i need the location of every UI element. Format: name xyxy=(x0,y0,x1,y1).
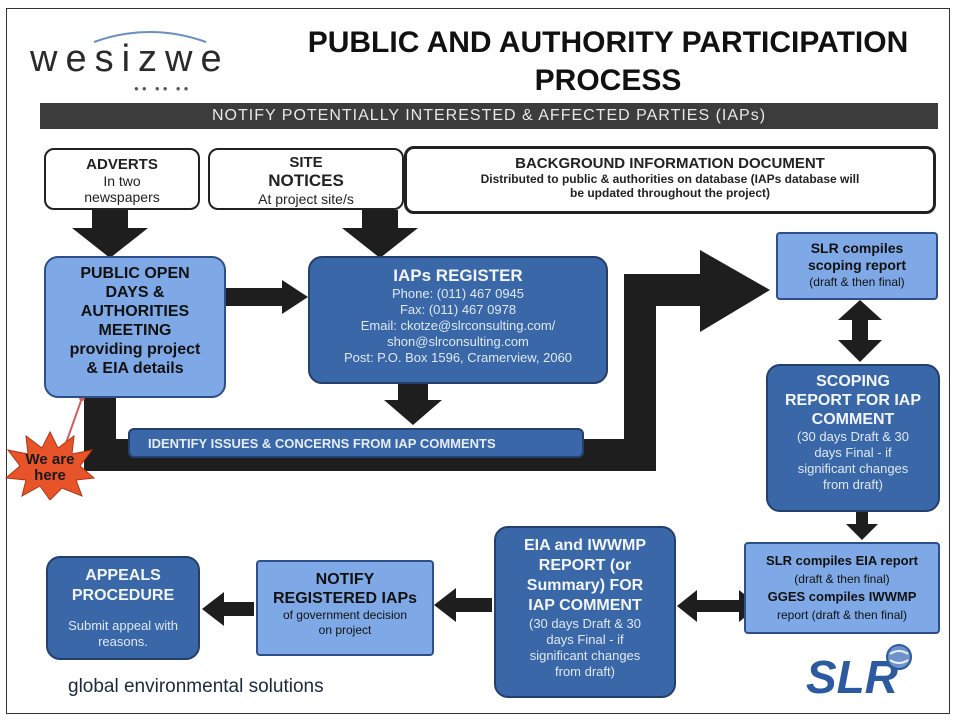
public-line-2: DAYS & xyxy=(105,284,165,301)
globe-icon xyxy=(886,644,912,670)
notify-heading-2: REGISTERED IAPs xyxy=(272,590,418,607)
public-open-days-box: PUBLIC OPEN DAYS & AUTHORITIES MEETING p… xyxy=(44,256,226,398)
scoping-body-2: days Final - if xyxy=(814,445,892,460)
scoping-body-4: from draft) xyxy=(823,477,883,492)
we-are-here-line-1: We are xyxy=(25,451,75,468)
register-phone: Phone: (011) 467 0945 xyxy=(391,286,525,301)
title-line-2: PROCESS xyxy=(534,64,682,97)
site-heading-1: SITE xyxy=(289,154,323,171)
register-email-2: shon@slrconsulting.com xyxy=(387,334,529,349)
logo-dots: ●● ●● ●● xyxy=(134,84,192,93)
wesizwe-logo: wesizwe ●● ●● ●● xyxy=(30,22,230,93)
appeals-heading-1: APPEALS xyxy=(85,567,161,584)
page-title: PUBLIC AND AUTHORITY PARTICIPATION PROCE… xyxy=(268,24,948,100)
bid-line-2: be updated throughout the project) xyxy=(570,186,770,200)
adverts-line-2: newspapers xyxy=(84,189,160,205)
eia-heading-4: IAP COMMENT xyxy=(528,597,642,614)
notify-registered-box: NOTIFY REGISTERED IAPs of government dec… xyxy=(256,560,434,656)
public-line-5: providing project xyxy=(69,341,201,358)
appeals-body-2: reasons. xyxy=(98,634,148,649)
scoping-body-1: (30 days Draft & 30 xyxy=(797,429,909,444)
slr-scoping-box: SLR compiles scoping report (draft & the… xyxy=(776,232,938,300)
register-fax: Fax: (011) 467 0978 xyxy=(399,302,517,317)
slr-eia-line-3: GGES compiles IWWMP xyxy=(767,589,917,604)
notify-heading-1: NOTIFY xyxy=(315,571,375,588)
register-post: Post: P.O. Box 1596, Cramerview, 2060 xyxy=(343,350,573,365)
we-are-here-burst xyxy=(4,430,96,500)
we-are-here-line-2: here xyxy=(34,467,66,484)
eia-body-3: significant changes xyxy=(529,648,641,663)
bid-line-1: Distributed to public & authorities on d… xyxy=(480,172,860,186)
register-email-1: Email: ckotze@slrconsulting.com/ xyxy=(360,318,556,333)
notify-body-1: of government decision xyxy=(282,608,408,622)
logo-arc xyxy=(93,31,207,43)
adverts-box: ADVERTS In two newspapers xyxy=(44,148,200,210)
bid-box: BACKGROUND INFORMATION DOCUMENT Distribu… xyxy=(404,146,936,214)
adverts-line-1: In two xyxy=(103,173,141,189)
site-line-1: At project site/s xyxy=(258,191,354,207)
public-line-6: & EIA details xyxy=(86,360,184,377)
slr-eia-box: SLR compiles EIA report (draft & then fi… xyxy=(744,542,940,634)
eia-comment-box: EIA and IWWMP REPORT (or Summary) FOR IA… xyxy=(494,526,676,698)
public-line-3: AUTHORITIES xyxy=(80,303,190,320)
notify-banner: NOTIFY POTENTIALLY INTERESTED & AFFECTED… xyxy=(40,103,938,129)
eia-body-4: from draft) xyxy=(555,664,615,679)
register-heading: IAPs REGISTER xyxy=(393,266,523,285)
eia-heading-2: REPORT (or xyxy=(538,557,632,574)
eia-heading-1: EIA and IWWMP xyxy=(523,537,647,554)
eia-heading-3: Summary) FOR xyxy=(526,577,644,594)
logo-wordmark: wesizwe xyxy=(30,38,230,80)
slr-eia-line-1: SLR compiles EIA report xyxy=(766,553,918,568)
slr-scoping-line-3: (draft & then final) xyxy=(809,275,905,289)
notify-body-2: on project xyxy=(318,623,372,637)
adverts-heading: ADVERTS xyxy=(86,156,158,173)
slr-logo: SLR xyxy=(806,651,898,703)
slr-eia-line-4: report (draft & then final) xyxy=(776,608,908,622)
scoping-comment-box: SCOPING REPORT FOR IAP COMMENT (30 days … xyxy=(766,364,940,512)
scoping-heading-1: SCOPING xyxy=(816,373,890,390)
scoping-body-3: significant changes xyxy=(797,461,909,476)
title-line-1: PUBLIC AND AUTHORITY PARTICIPATION xyxy=(307,26,909,59)
identify-issues-band xyxy=(128,428,584,458)
slr-eia-line-2: (draft & then final) xyxy=(794,572,890,586)
appeals-heading-2: PROCEDURE xyxy=(71,587,175,604)
eia-body-1: (30 days Draft & 30 xyxy=(529,616,641,631)
identify-issues-label: IDENTIFY ISSUES & CONCERNS FROM IAP COMM… xyxy=(148,436,496,451)
site-notices-box: SITE NOTICES At project site/s xyxy=(208,148,404,210)
public-line-4: MEETING xyxy=(98,322,172,339)
footer-tagline: global environmental solutions xyxy=(68,676,324,697)
appeals-body-1: Submit appeal with xyxy=(68,618,178,633)
public-line-1: PUBLIC OPEN xyxy=(80,265,190,282)
slr-scoping-line-2: scoping report xyxy=(807,257,906,273)
scoping-heading-3: COMMENT xyxy=(811,411,895,428)
eia-body-2: days Final - if xyxy=(546,632,624,647)
slr-scoping-line-1: SLR compiles xyxy=(810,240,904,256)
iaps-register-box: IAPs REGISTER Phone: (011) 467 0945 Fax:… xyxy=(308,256,608,384)
appeals-box: APPEALS PROCEDURE Submit appeal with rea… xyxy=(46,556,200,660)
scoping-heading-2: REPORT FOR IAP xyxy=(784,392,921,409)
site-heading-2: NOTICES xyxy=(268,171,344,190)
bid-heading: BACKGROUND INFORMATION DOCUMENT xyxy=(515,155,825,172)
we-are-here-label: We are here xyxy=(14,452,86,484)
